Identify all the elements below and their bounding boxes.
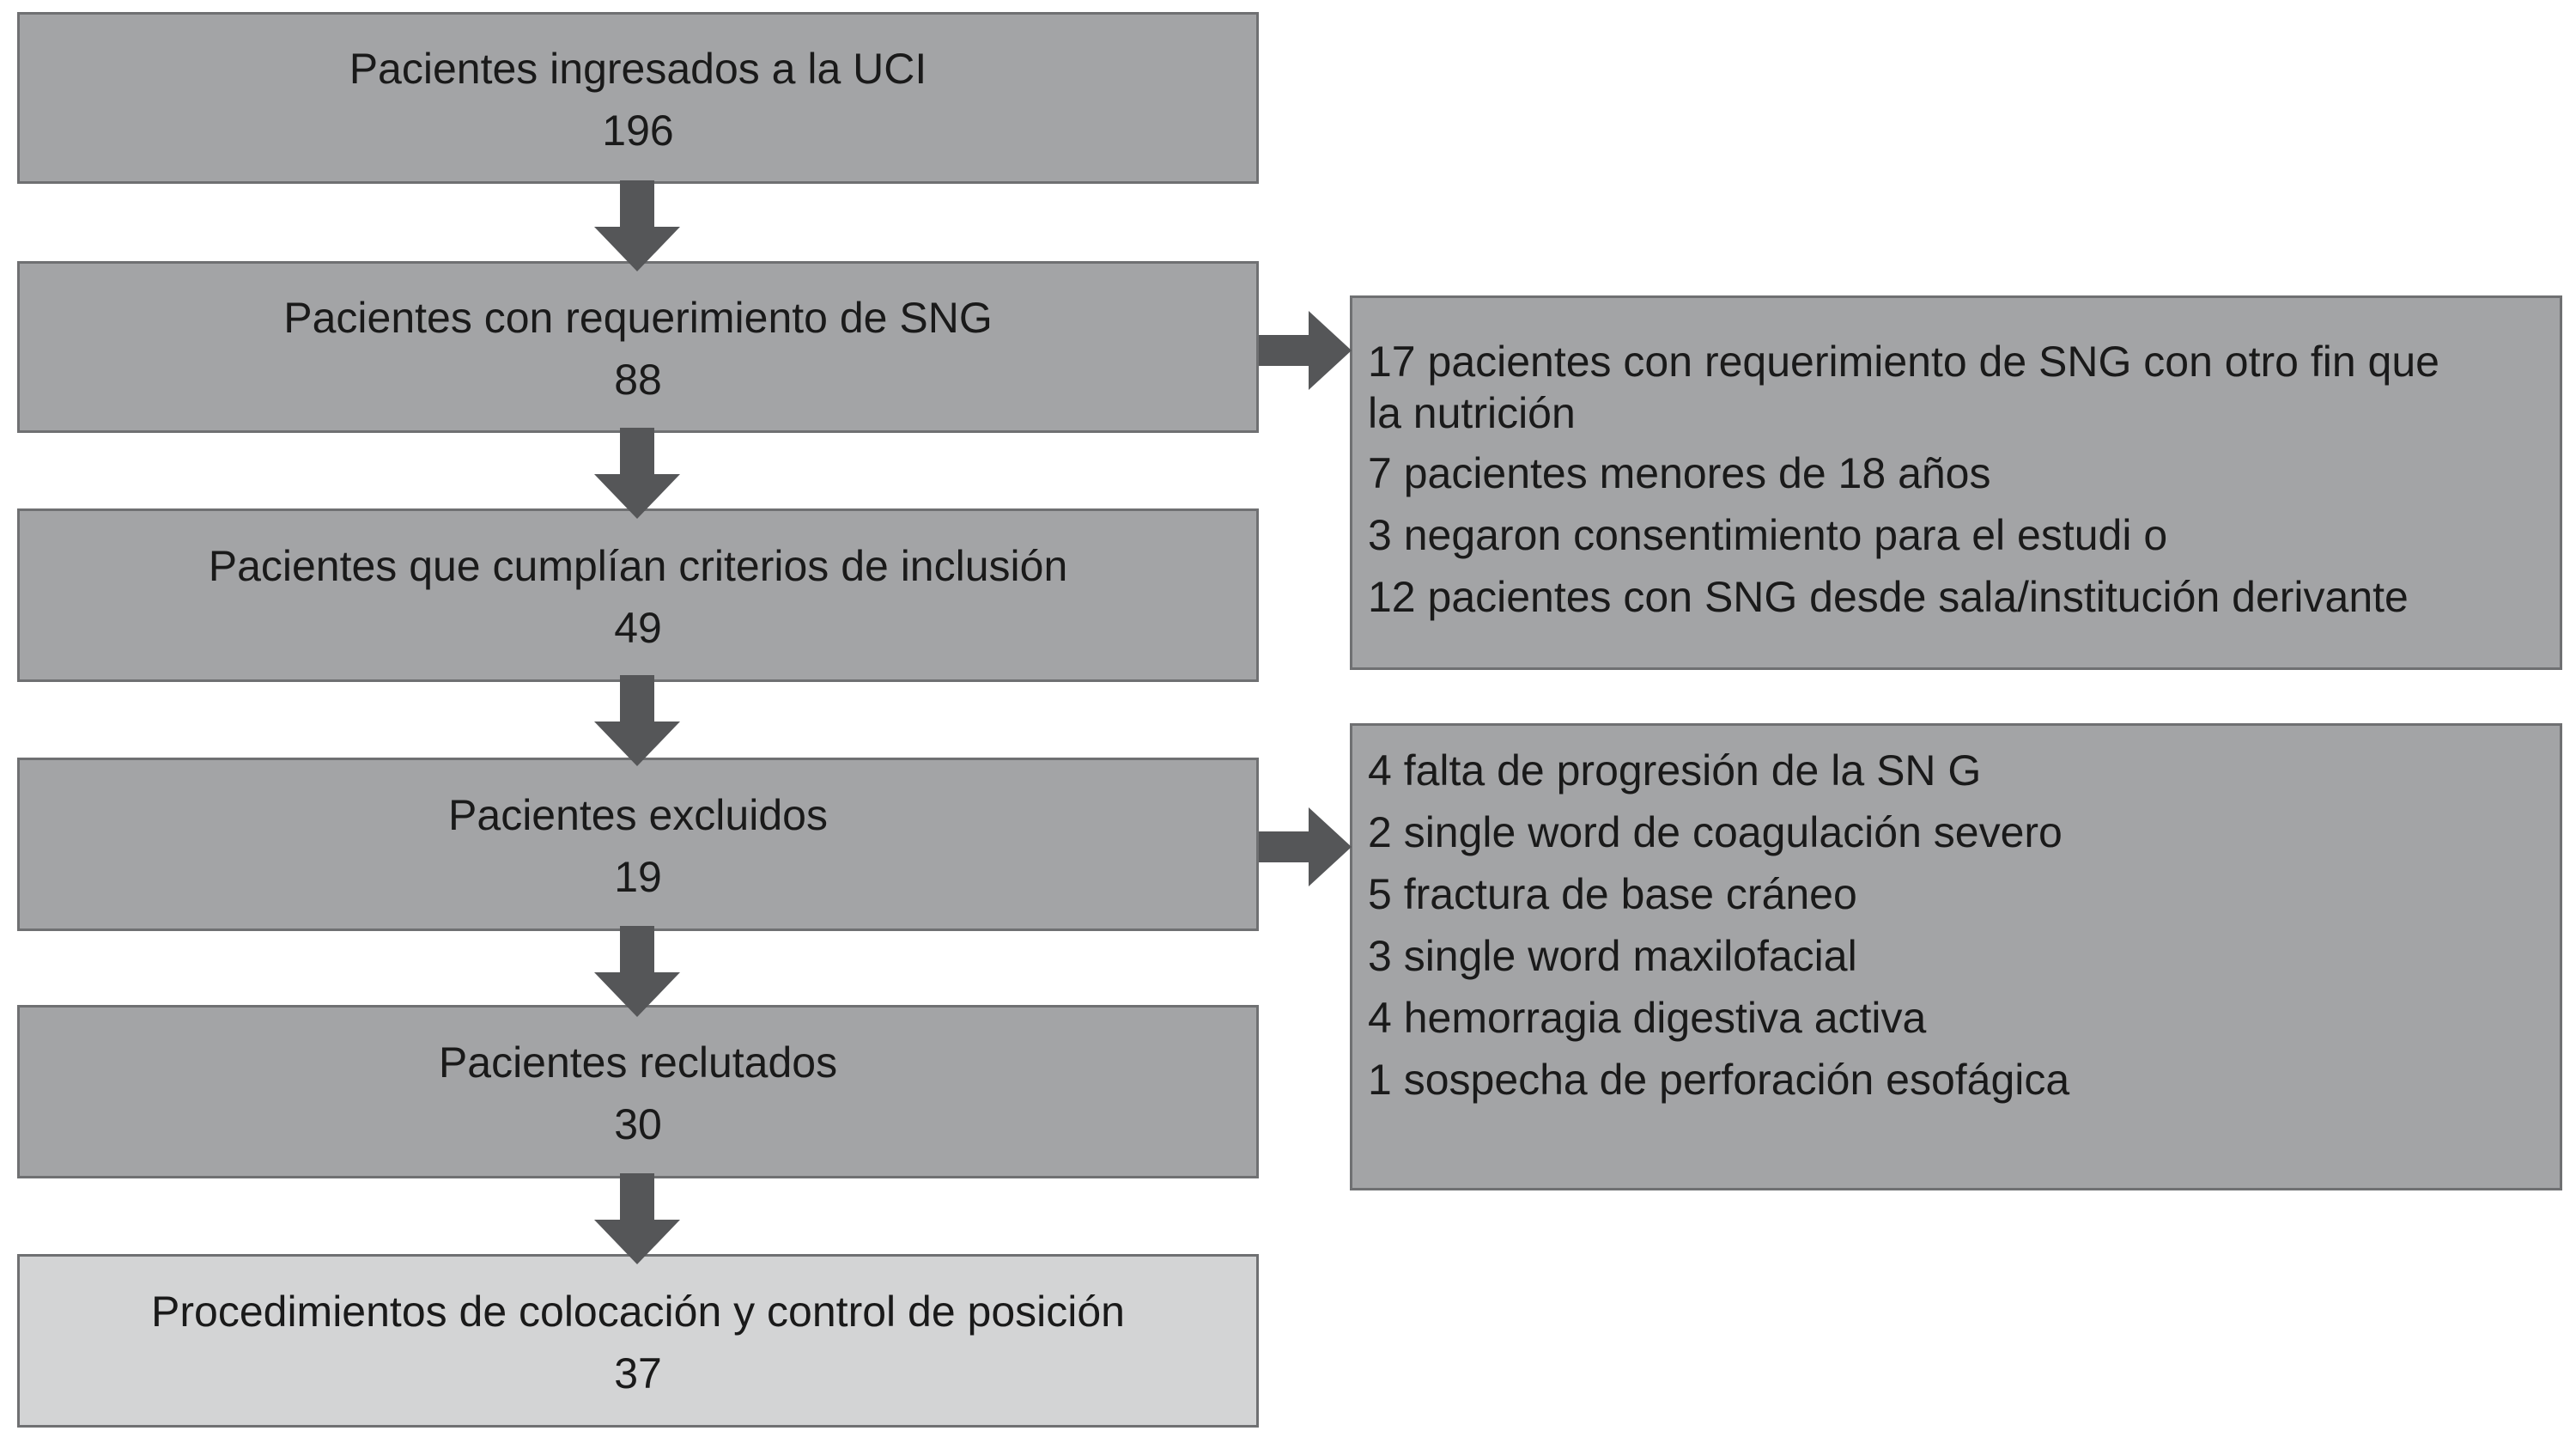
flow-label: Pacientes con requerimiento de SNG [283, 294, 993, 343]
excluded-reasons-box: 4 falta de progresión de la SN G 2 singl… [1350, 723, 2562, 1190]
exclusion-reason: 12 pacientes con SNG desde sala/instituc… [1368, 573, 2409, 621]
down-arrow-icon [594, 428, 680, 519]
excluded-reason: 2 single word de coagulación severo [1368, 808, 2063, 856]
down-arrow-icon [594, 675, 680, 766]
flow-label: Pacientes que cumplían criterios de incl… [208, 542, 1068, 590]
flow-box-inclusion: Pacientes que cumplían criterios de incl… [17, 508, 1259, 682]
excluded-reason: 3 single word maxilofacial [1368, 932, 1857, 980]
exclusion-reason: 17 pacientes con requerimiento de SNG co… [1368, 338, 2439, 437]
flow-count: 30 [614, 1100, 662, 1148]
flow-count: 196 [602, 106, 674, 155]
flow-count: 49 [614, 604, 662, 652]
flow-box-admitted: Pacientes ingresados a la UCI 196 [17, 12, 1259, 184]
excluded-reason: 4 hemorragia digestiva activa [1368, 994, 1927, 1042]
flow-count: 37 [614, 1349, 662, 1397]
flow-count: 88 [614, 355, 662, 404]
excluded-reason: 5 fractura de base cráneo [1368, 870, 1857, 918]
excluded-reason: 4 falta de progresión de la SN G [1368, 746, 1982, 795]
right-arrow-icon [1259, 807, 1352, 886]
exclusion-reason: 3 negaron consentimiento para el estudi … [1368, 511, 2168, 559]
flow-box-excluded: Pacientes excluidos 19 [17, 758, 1259, 931]
flow-box-recruited: Pacientes reclutados 30 [17, 1005, 1259, 1178]
excluded-reason: 1 sospecha de perforación esofágica [1368, 1056, 2070, 1104]
flow-box-procedures: Procedimientos de colocación y control d… [17, 1254, 1259, 1428]
flow-label: Pacientes reclutados [438, 1038, 838, 1087]
flow-label: Procedimientos de colocación y control d… [151, 1288, 1125, 1336]
flow-label: Pacientes ingresados a la UCI [349, 45, 927, 94]
down-arrow-icon [594, 1173, 680, 1264]
flow-box-sng-required: Pacientes con requerimiento de SNG 88 [17, 261, 1259, 433]
flow-label: Pacientes excluidos [448, 791, 828, 839]
exclusion-reason: 7 pacientes menores de 18 años [1368, 449, 1991, 497]
down-arrow-icon [594, 926, 680, 1017]
exclusion-reasons-box: 17 pacientes con requerimiento de SNG co… [1350, 295, 2562, 670]
flow-count: 19 [614, 853, 662, 901]
right-arrow-icon [1259, 311, 1352, 390]
down-arrow-icon [594, 180, 680, 271]
